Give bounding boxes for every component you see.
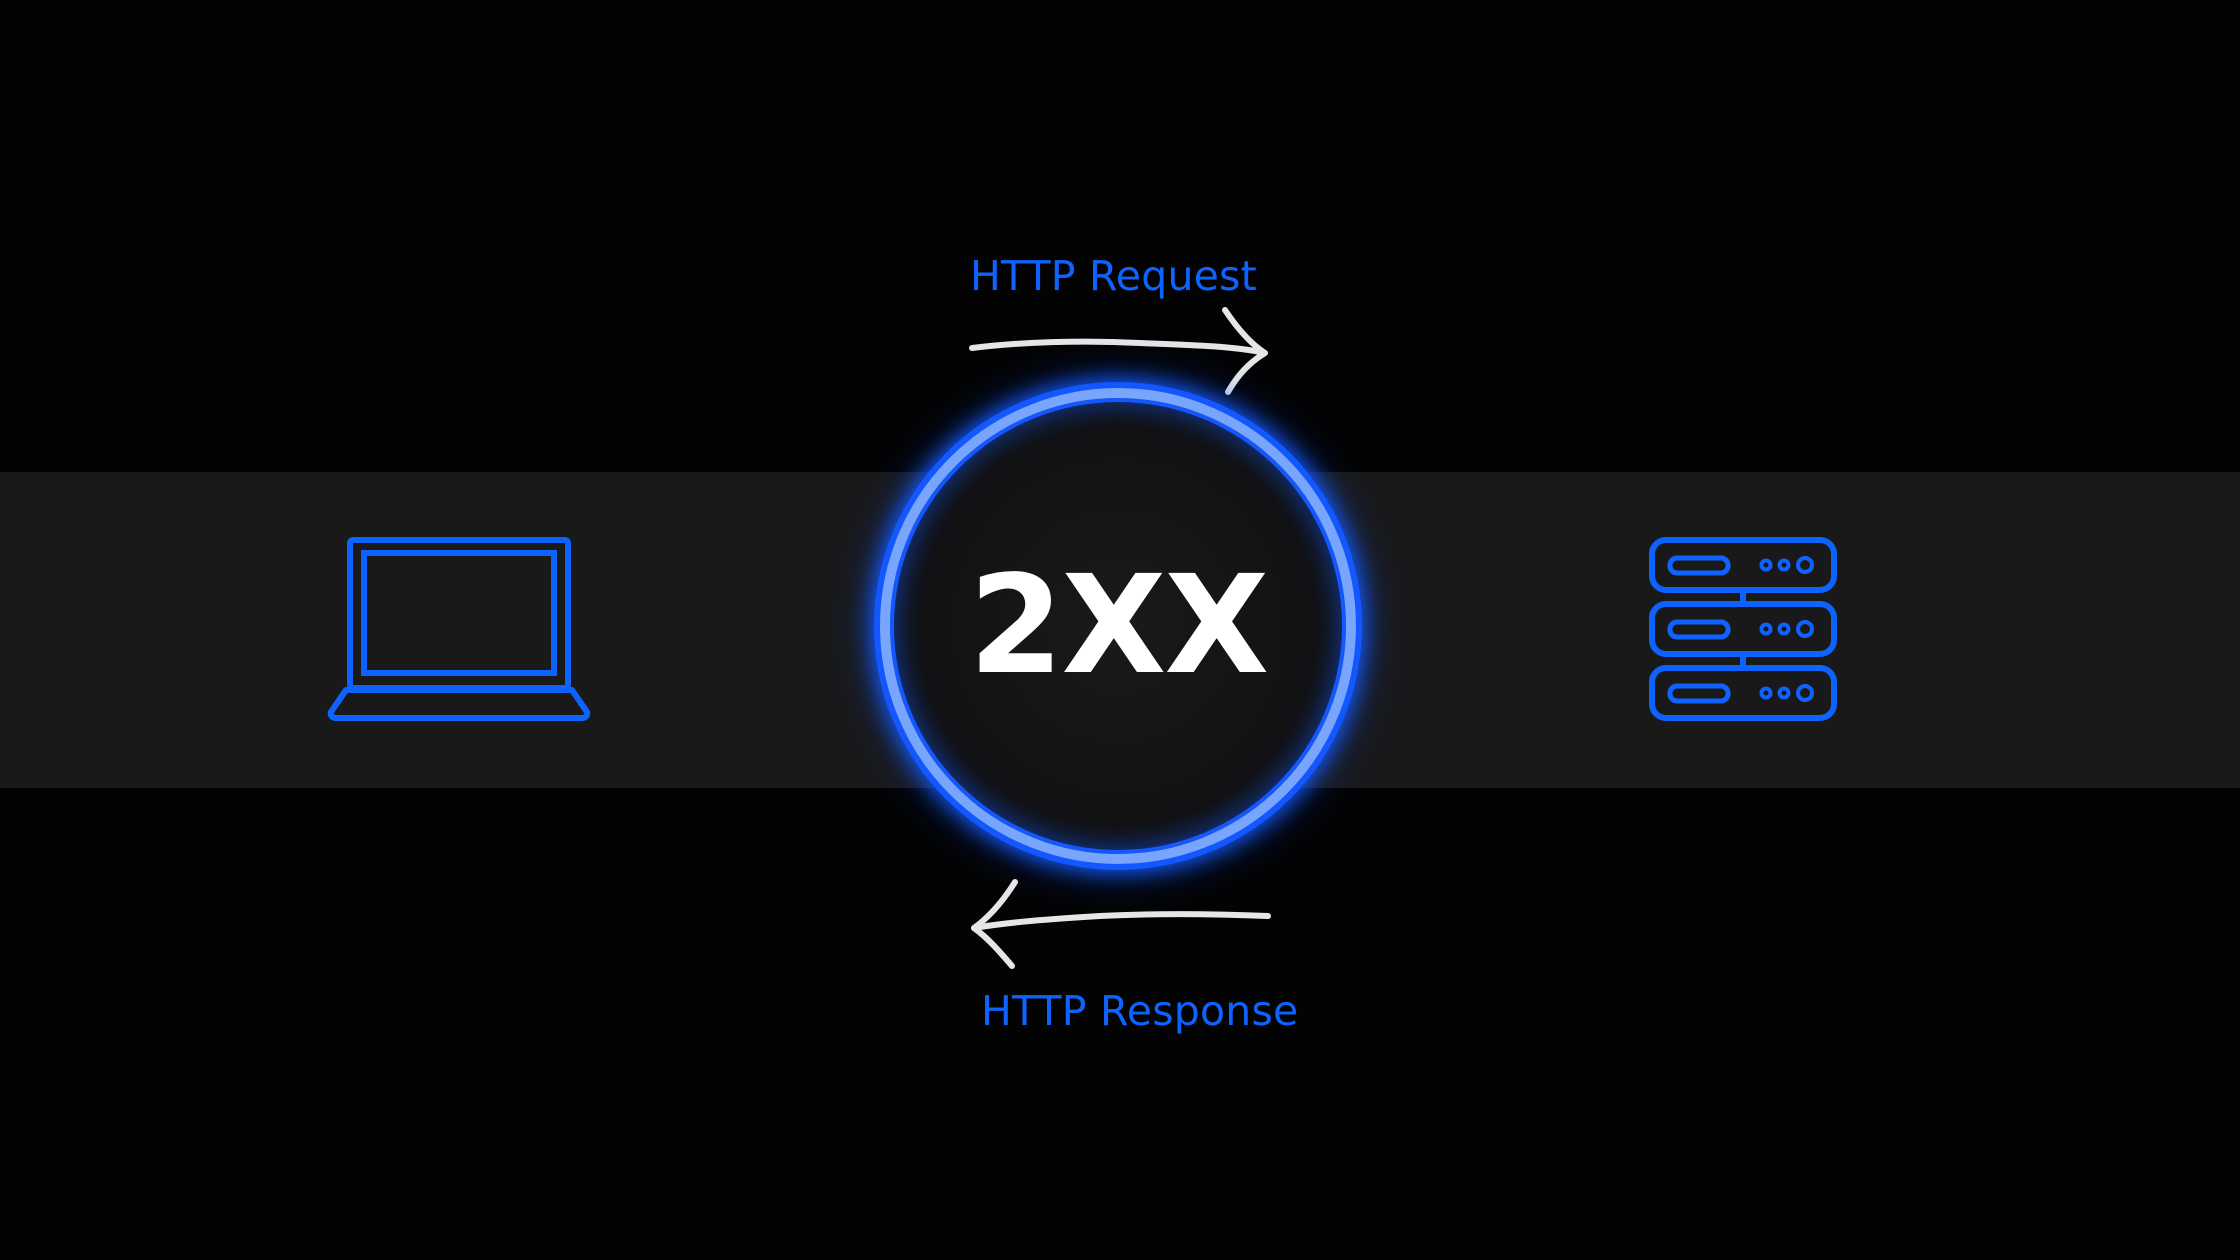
http-response-label: HTTP Response xyxy=(981,987,1299,1035)
request-arrow xyxy=(969,307,1268,395)
status-ring xyxy=(880,388,1356,864)
server-rack-icon xyxy=(1649,537,1837,721)
response-arrow xyxy=(971,879,1271,969)
http-request-label: HTTP Request xyxy=(970,252,1257,300)
laptop-icon xyxy=(327,537,591,721)
status-code: 2XX xyxy=(968,547,1269,705)
